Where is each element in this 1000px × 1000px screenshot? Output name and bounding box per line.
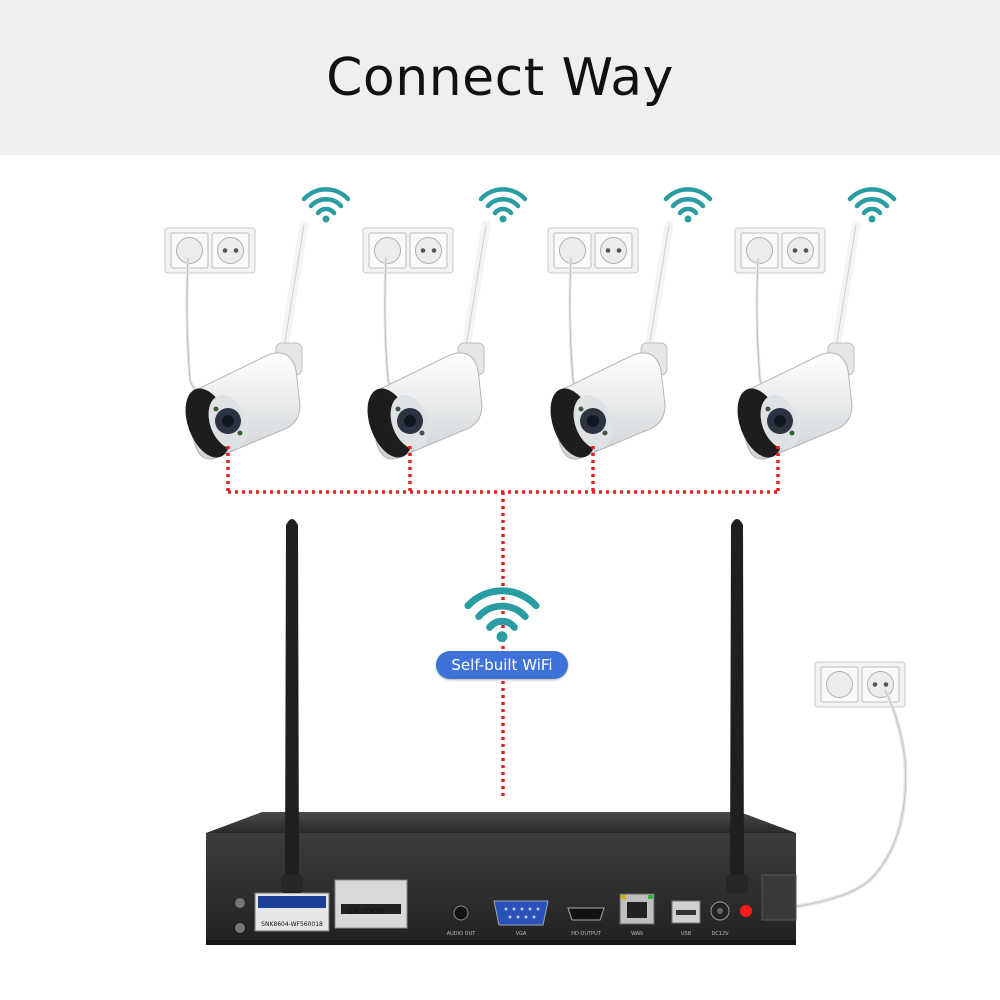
port-label: WAN <box>631 931 643 937</box>
wall-socket-icon <box>547 227 639 274</box>
wifi-signal-icon <box>666 189 710 222</box>
header-banner: Connect Way <box>0 0 1000 155</box>
wireless-link-lines <box>226 446 780 800</box>
port-label: DC12V <box>711 931 729 937</box>
wifi-signal-icon <box>850 189 894 222</box>
port-label: VGA <box>516 931 527 937</box>
wall-socket-icon <box>734 227 826 274</box>
camera-sockets <box>164 227 826 274</box>
port-labels: AUDIO OUT VGA HD OUTPUT WAN USB DC12V <box>447 931 729 937</box>
camera-wifi-signals <box>304 189 894 222</box>
wall-socket-icon <box>164 227 256 274</box>
wall-socket-icon <box>362 227 454 274</box>
port-label: USB <box>681 931 692 937</box>
serial-label: SNK8604-WF560018 <box>261 921 323 928</box>
port-label: HD OUTPUT <box>571 931 602 937</box>
nvr-recorder <box>206 812 797 945</box>
port-label: AUDIO OUT <box>447 931 477 937</box>
page-title: Connect Way <box>326 47 674 108</box>
caution-label: CAUTION <box>348 907 384 916</box>
self-built-wifi-badge: Self-built WiFi <box>436 651 568 679</box>
wifi-signal-icon <box>304 189 348 222</box>
self-built-wifi-icon <box>464 587 540 643</box>
wifi-signal-icon <box>481 189 525 222</box>
